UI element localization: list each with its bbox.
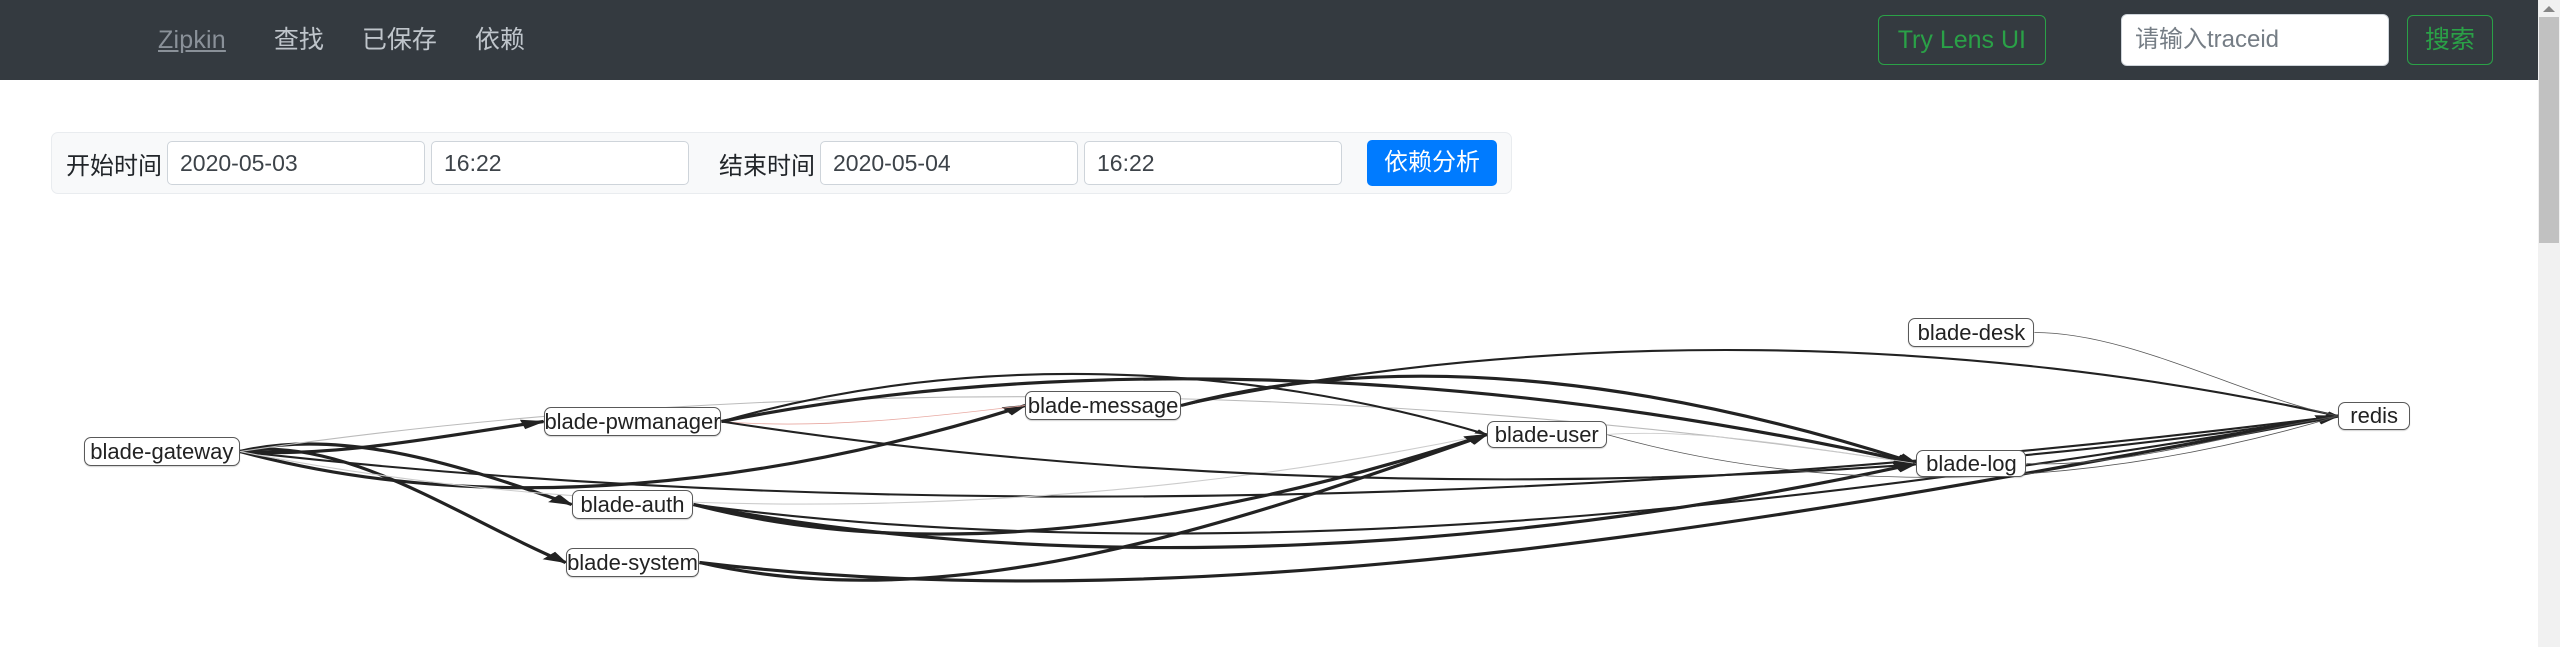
graph-node-label: redis bbox=[2350, 403, 2398, 428]
graph-node-blade-pwmanager[interactable]: blade-pwmanager bbox=[543, 407, 722, 436]
graph-edge-blade-message-to-redis[interactable] bbox=[1181, 350, 2341, 416]
graph-edge-blade-user-to-blade-log[interactable] bbox=[1607, 433, 1918, 463]
analyze-dependency-button[interactable]: 依赖分析 bbox=[1367, 140, 1497, 186]
graph-node-label: blade-system bbox=[567, 549, 698, 575]
graph-edge-blade-auth-to-blade-user[interactable] bbox=[693, 435, 1491, 535]
graph-edge-blade-gateway-to-blade-user[interactable] bbox=[240, 435, 1488, 505]
graph-node-label: blade-desk bbox=[1917, 319, 2026, 345]
graph-edge-blade-auth-to-redis[interactable] bbox=[693, 416, 2341, 534]
brand-zipkin[interactable]: Zipkin bbox=[158, 25, 226, 54]
end-time-label: 结束时间 bbox=[719, 152, 815, 180]
scroll-up-arrow-icon[interactable] bbox=[2538, 0, 2560, 17]
navbar-right-group: Try Lens UI 搜索 bbox=[1877, 14, 2493, 66]
page-scrollbar[interactable] bbox=[2538, 0, 2560, 647]
graph-node-blade-gateway[interactable]: blade-gateway bbox=[83, 437, 240, 466]
scrollbar-thumb[interactable] bbox=[2539, 17, 2559, 243]
nav-item-saved[interactable]: 已保存 bbox=[361, 25, 437, 54]
graph-node-label: blade-user bbox=[1494, 421, 1599, 447]
graph-node-redis[interactable]: redis bbox=[2338, 402, 2411, 430]
graph-edge-blade-gateway-to-blade-system[interactable] bbox=[240, 449, 569, 564]
time-filter-bar: 开始时间 结束时间 依赖分析 bbox=[51, 132, 1512, 194]
graph-edge-blade-system-to-redis[interactable] bbox=[699, 416, 2342, 581]
graph-edge-blade-pwmanager-to-blade-message[interactable] bbox=[721, 406, 1026, 425]
try-lens-ui-button[interactable]: Try Lens UI bbox=[1877, 14, 2046, 66]
graph-edge-blade-system-to-blade-user[interactable] bbox=[699, 435, 1490, 581]
graph-node-label: blade-pwmanager bbox=[544, 408, 721, 434]
graph-node-blade-auth[interactable]: blade-auth bbox=[571, 490, 694, 519]
graph-edge-blade-gateway-to-redis[interactable] bbox=[240, 414, 2341, 497]
dependency-graph[interactable]: blade-gateway blade-pwmanager blade-messag… bbox=[0, 195, 2538, 647]
nav-item-find[interactable]: 查找 bbox=[273, 25, 324, 54]
graph-node-label: blade-auth bbox=[580, 491, 685, 517]
dependency-graph-edges bbox=[0, 195, 2342, 647]
graph-node-blade-message[interactable]: blade-message bbox=[1025, 391, 1182, 420]
graph-node-blade-log[interactable]: blade-log bbox=[1916, 450, 2027, 477]
graph-node-label: blade-message bbox=[1027, 392, 1179, 418]
traceid-input[interactable] bbox=[2120, 14, 2389, 66]
graph-node-label: blade-gateway bbox=[90, 438, 234, 464]
graph-edge-blade-pwmanager-to-redis[interactable] bbox=[721, 416, 2341, 479]
graph-node-label: blade-log bbox=[1926, 450, 2017, 476]
graph-edge-blade-pwmanager-to-blade-user[interactable] bbox=[721, 374, 1489, 435]
end-date-input[interactable] bbox=[820, 141, 1078, 185]
graph-node-blade-desk[interactable]: blade-desk bbox=[1908, 318, 2035, 347]
graph-edge-blade-log-to-redis[interactable] bbox=[2026, 416, 2339, 464]
start-time-label: 开始时间 bbox=[66, 152, 162, 180]
graph-node-blade-user[interactable]: blade-user bbox=[1486, 421, 1607, 448]
graph-edge-blade-auth-to-blade-log[interactable] bbox=[693, 464, 1921, 548]
nav-links: 查找 已保存 依赖 bbox=[273, 25, 525, 54]
graph-edge-blade-desk-to-redis[interactable] bbox=[2034, 333, 2339, 417]
graph-edge-blade-message-to-blade-log[interactable] bbox=[1181, 376, 1920, 463]
end-time-input[interactable] bbox=[1084, 141, 1342, 185]
nav-item-dependency[interactable]: 依赖 bbox=[474, 25, 525, 54]
graph-node-blade-system[interactable]: blade-system bbox=[565, 548, 700, 577]
search-button[interactable]: 搜索 bbox=[2406, 14, 2493, 66]
graph-edge-blade-pwmanager-to-blade-log[interactable] bbox=[721, 379, 1920, 464]
graph-edge-blade-gateway-to-blade-pwmanager[interactable] bbox=[240, 418, 548, 453]
start-time-input[interactable] bbox=[431, 141, 689, 185]
start-date-input[interactable] bbox=[167, 141, 425, 185]
top-navbar: Zipkin 查找 已保存 依赖 Try Lens UI 搜索 bbox=[0, 0, 2538, 80]
